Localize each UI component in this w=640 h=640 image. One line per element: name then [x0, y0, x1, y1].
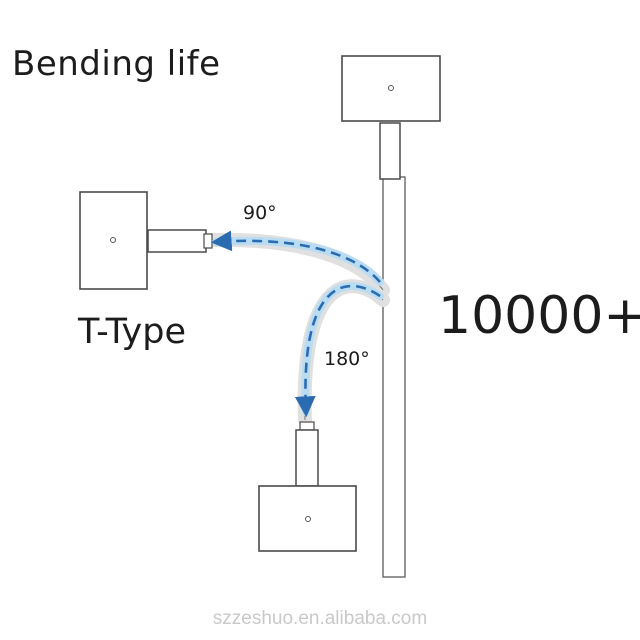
connector-type-label: T-Type: [78, 312, 186, 352]
top-connector-neck: [379, 122, 401, 180]
watermark: szzeshuo.en.alibaba.com: [212, 608, 428, 629]
angle-180-label: 180°: [324, 348, 370, 370]
bottom-magsafe-connector: [258, 485, 357, 552]
bend-count-label: 10000+: [438, 286, 640, 346]
vertical-cable: [382, 176, 406, 578]
left-magsafe-connector: [79, 191, 148, 290]
angle-90-label: 90°: [243, 202, 277, 224]
bottom-connector-pin: [305, 516, 311, 522]
diagram-title: Bending life: [12, 44, 221, 84]
bottom-connector-neck: [295, 429, 319, 487]
bottom-connector-tip: [299, 421, 315, 431]
top-connector-pin: [388, 85, 394, 91]
top-magsafe-connector: [341, 55, 441, 122]
left-connector-tip: [203, 233, 213, 249]
left-connector-neck: [147, 229, 207, 253]
left-connector-pin: [110, 237, 116, 243]
